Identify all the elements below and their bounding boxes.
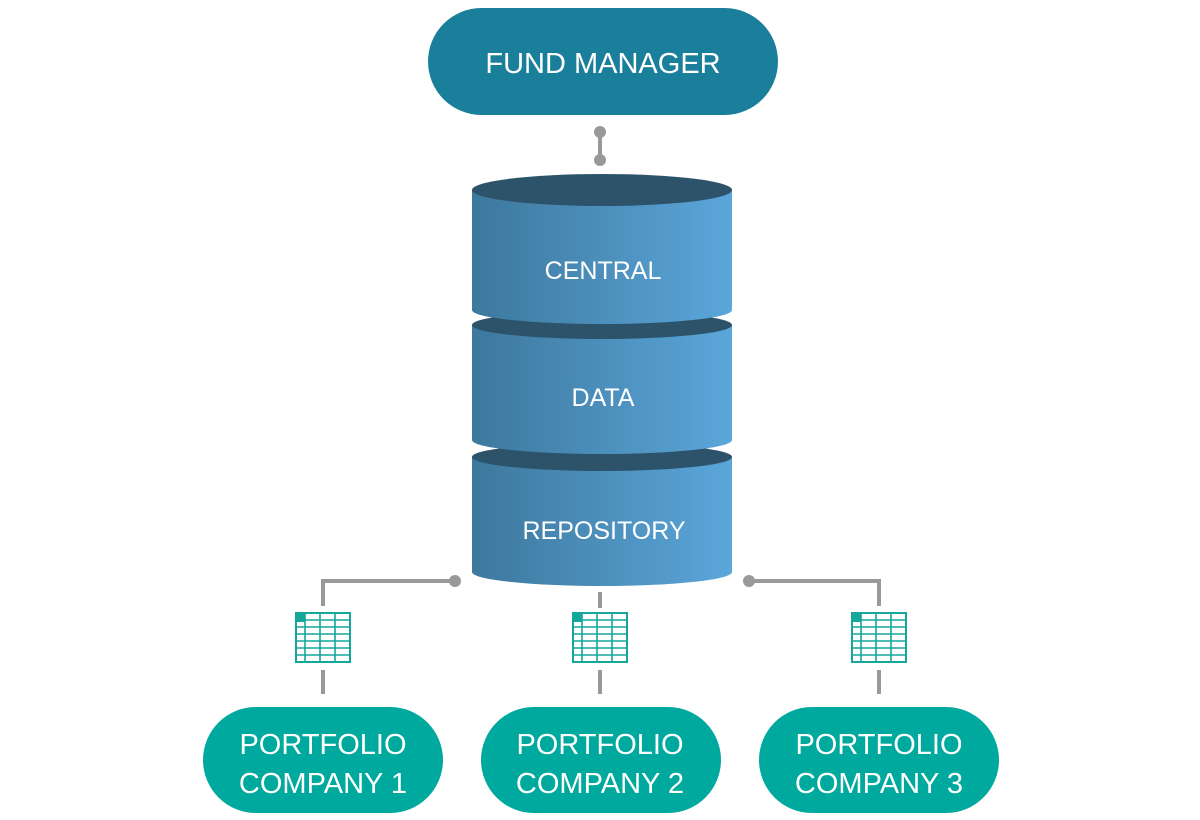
spreadsheet-icon [572, 612, 628, 663]
portfolio-company-2: PORTFOLIO COMPANY 2 [481, 707, 721, 813]
portfolio-company-2-line1: PORTFOLIO [516, 729, 683, 761]
central-data-repository: REPOSITORY DATA CENTRAL [472, 174, 732, 586]
top-connector [594, 126, 606, 166]
repository-label-2: DATA [572, 384, 635, 412]
portfolio-company-1-line1: PORTFOLIO [239, 729, 406, 761]
repository-segment-1: CENTRAL [472, 174, 732, 324]
fund-manager-label: FUND MANAGER [485, 48, 720, 80]
left-connector [321, 575, 461, 694]
spreadsheet-icon [851, 612, 907, 663]
repository-segment-3: REPOSITORY [472, 443, 732, 586]
repository-segment-2: DATA [472, 311, 732, 454]
portfolio-company-3: PORTFOLIO COMPANY 3 [759, 707, 999, 813]
portfolio-company-3-line1: PORTFOLIO [795, 729, 962, 761]
portfolio-company-1: PORTFOLIO COMPANY 1 [203, 707, 443, 813]
fund-manager-node: FUND MANAGER [428, 8, 778, 115]
right-connector [743, 575, 881, 694]
repository-label-3: REPOSITORY [522, 517, 685, 545]
repository-label-1: CENTRAL [545, 257, 662, 285]
portfolio-company-3-line2: COMPANY 3 [795, 768, 963, 800]
spreadsheet-icon [295, 612, 351, 663]
portfolio-company-2-line2: COMPANY 2 [516, 768, 684, 800]
portfolio-company-1-line2: COMPANY 1 [239, 768, 407, 800]
